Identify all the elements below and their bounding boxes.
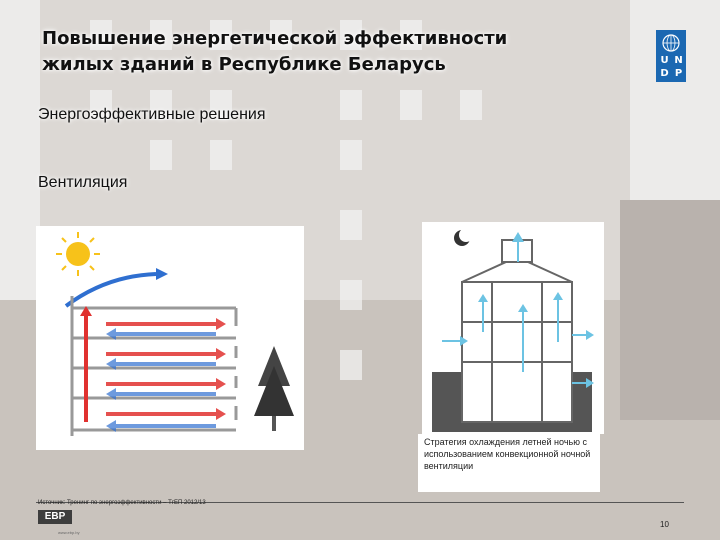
ventilation-diagram <box>36 226 304 450</box>
ebp-logo-subtext: www.ebp.by <box>58 530 80 535</box>
undp-letter-p: P <box>672 68 685 79</box>
building-section <box>462 240 572 422</box>
source-note: Источник: Тренинг по энергоэффективности… <box>38 500 206 506</box>
un-emblem-icon <box>660 32 682 54</box>
sun-icon <box>56 232 100 276</box>
cool-air-arrows <box>106 328 216 432</box>
night-ventilation-diagram <box>422 222 604 434</box>
title-line-2: жилых зданий в Республике Беларусь <box>42 52 602 78</box>
undp-letter-n: N <box>672 55 685 66</box>
undp-logo: U N D P <box>656 30 686 82</box>
section-subheading: Вентиляция <box>38 174 127 192</box>
moon-icon <box>454 228 473 246</box>
tree-icon <box>254 346 294 431</box>
page-number: 10 <box>660 520 669 529</box>
slide-title: Повышение энергетической эффективности ж… <box>42 26 602 78</box>
ebp-logo: EBP <box>38 510 72 524</box>
undp-letter-d: D <box>658 68 671 79</box>
section-heading: Энергоэффективные решения <box>38 106 266 124</box>
figure-caption: Стратегия охлаждения летней ночью с испо… <box>418 434 600 492</box>
undp-letter-u: U <box>658 55 671 66</box>
title-line-1: Повышение энергетической эффективности <box>42 26 602 52</box>
